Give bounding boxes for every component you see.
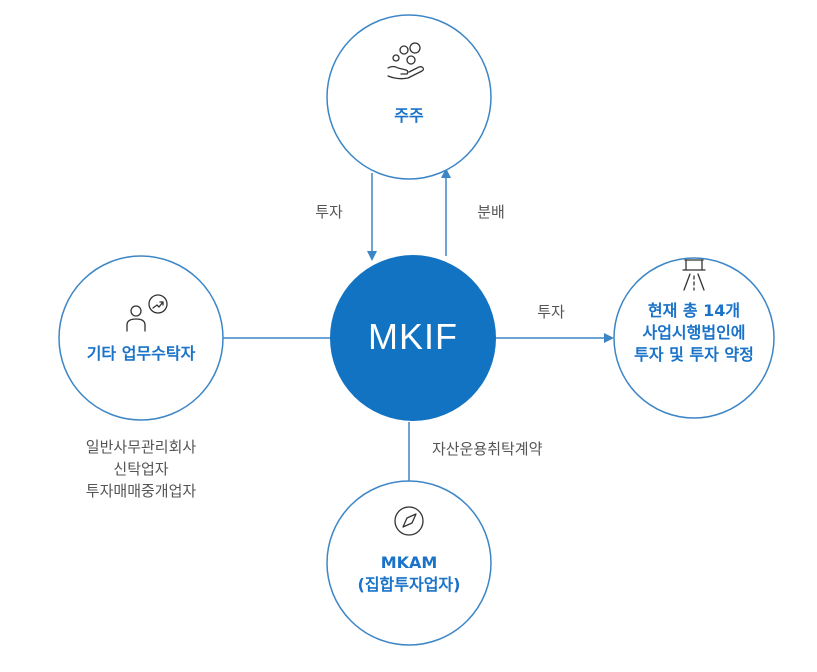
highway-road-icon <box>682 259 706 291</box>
center-label: MKIF <box>368 316 458 357</box>
mkam-line-2: (집합투자업자) <box>357 575 461 594</box>
node-center-circle <box>330 255 496 421</box>
node-top-circle <box>326 14 492 180</box>
left-roles-note: 일반사무관리회사 신탁업자 투자매매중개업자 <box>56 436 226 502</box>
mkam-label: MKAM (집합투자업자) <box>329 552 489 596</box>
left-role-2: 신탁업자 <box>113 460 169 478</box>
node-left-circle <box>58 255 224 421</box>
investment-target-line-2: 사업시행법인에 <box>642 323 746 342</box>
coins-hand-icon <box>387 42 425 80</box>
left-role-1: 일반사무관리회사 <box>85 438 197 456</box>
edge-asset-contract-label: 자산운용취탁계약 <box>432 440 543 458</box>
investment-target-label: 현재 총 14개 사업시행법인에 투자 및 투자 약정 <box>614 300 774 366</box>
mkam-line-1: MKAM <box>380 553 438 572</box>
shareholder-label: 주주 <box>394 106 424 125</box>
edge-invest-right-label: 투자 <box>537 303 565 321</box>
node-bottom-circle <box>326 480 492 646</box>
edge-distribute-up-label: 분배 <box>477 203 505 221</box>
investment-target-line-1: 현재 총 14개 <box>647 301 741 320</box>
person-chart-icon <box>126 294 168 332</box>
investment-target-line-3: 투자 및 투자 약정 <box>634 345 754 364</box>
other-trustee-label: 기타 업무수탁자 <box>86 344 196 363</box>
node-right-circle <box>613 257 775 419</box>
left-role-3: 투자매매중개업자 <box>85 482 197 500</box>
compass-icon <box>394 506 424 536</box>
edge-invest-down-label: 투자 <box>315 203 343 221</box>
